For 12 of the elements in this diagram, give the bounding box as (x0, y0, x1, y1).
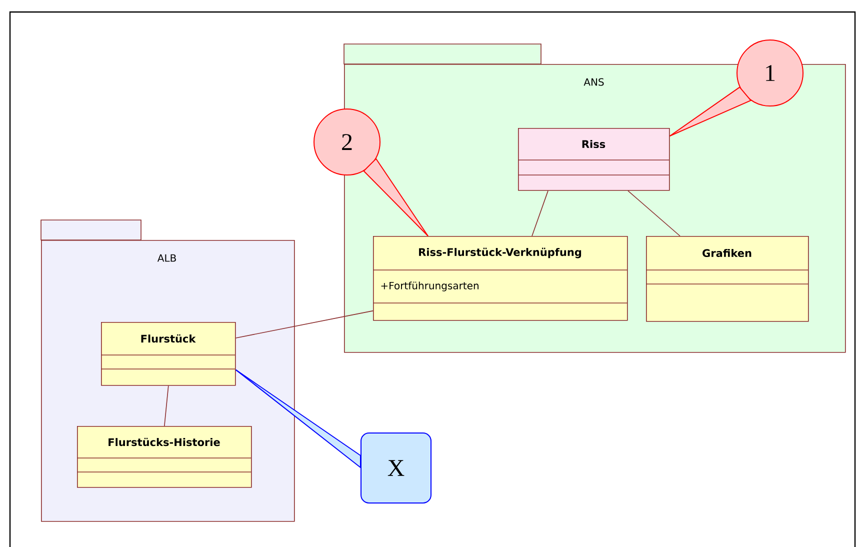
association-line (235, 310, 374, 338)
association-line (628, 190, 680, 236)
class-box: Flurstück (100, 322, 236, 386)
class-box: Riss-Flurstück-Verknüpfung +Fortführungsarten (372, 236, 628, 321)
class-box: Riss (518, 128, 670, 191)
association-line (164, 385, 169, 426)
association-line (532, 190, 548, 236)
callout-box: X (360, 432, 432, 504)
callout-bubble: 2 (314, 108, 380, 176)
callout-bubble: 1 (736, 40, 804, 106)
class-box: Grafiken (646, 236, 809, 322)
class-box: Flurstücks-Historie (76, 426, 252, 488)
